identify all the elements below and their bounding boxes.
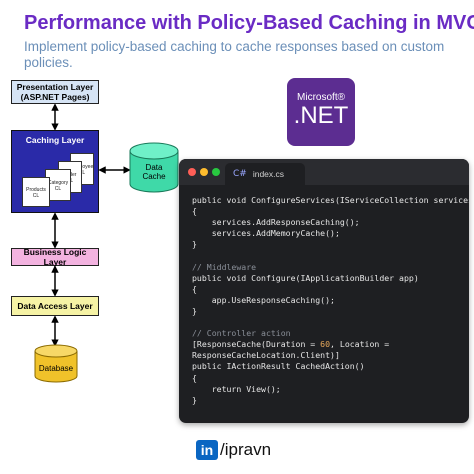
code-line: ResponseCacheLocation.Client)] <box>192 350 340 361</box>
data-cache-label: Data Cache <box>142 163 166 181</box>
code-line: public IActionResult CachedAction() <box>192 361 365 372</box>
duration-value: 60 <box>320 339 331 350</box>
presentation-layer-box: Presentation Layer (ASP.NET Pages) <box>11 80 99 104</box>
dotnet-logo-product: .NET <box>293 102 349 129</box>
database-cylinder <box>34 344 78 383</box>
editor-title-bar: C# index.cs <box>179 159 469 185</box>
caching-layer-box: Caching Layer Employee CL Order CL Categ… <box>11 130 99 213</box>
code-line: { <box>192 372 197 383</box>
linkedin-icon: in <box>196 440 218 460</box>
code-line: { <box>192 206 197 217</box>
dotnet-logo: Microsoft® .NET <box>287 78 355 146</box>
doc-category-label: Category <box>47 180 69 186</box>
code-line: [ResponseCache(Duration = 60, Location = <box>192 339 390 350</box>
code-line: services.AddResponseCaching(); <box>192 217 360 228</box>
csharp-file-icon: C# <box>233 169 247 179</box>
code-line: } <box>192 239 197 250</box>
tab-label: index.cs <box>252 169 285 179</box>
code-editor-window: C# index.cs public void ConfigureService… <box>179 159 469 423</box>
presentation-layer-title: Presentation Layer <box>16 82 94 92</box>
code-line: services.AddMemoryCache(); <box>192 228 340 239</box>
doc-products-label: Products <box>26 187 46 193</box>
code-line: { <box>192 283 197 294</box>
presentation-layer-subtitle: (ASP.NET Pages) <box>20 92 90 102</box>
business-logic-layer-box: Business Logic Layer <box>11 247 99 267</box>
doc-products: Products CL <box>22 177 50 207</box>
data-cache-cylinder <box>129 142 179 193</box>
dotnet-logo-brand: Microsoft® <box>297 92 345 103</box>
doc-employee: Employee CL <box>70 153 94 185</box>
code-line <box>192 317 467 328</box>
code-line: return View(); <box>192 383 281 394</box>
code-line: // Middleware <box>192 261 257 272</box>
maximize-window-icon[interactable] <box>212 168 220 176</box>
doc-employee-label: Employee <box>71 164 94 170</box>
database-label: Database <box>38 364 74 373</box>
code-line: } <box>192 394 197 405</box>
code-line: // Controller action <box>192 328 291 339</box>
code-line: } <box>192 305 197 316</box>
code-line <box>192 250 467 261</box>
page-subtitle: Implement policy-based caching to cache … <box>24 39 445 70</box>
tab-index-cs[interactable]: C# index.cs <box>225 163 305 185</box>
footer-credit: in /ipravn <box>196 440 271 460</box>
minimize-window-icon[interactable] <box>200 168 208 176</box>
code-line: public void Configure(IApplicationBuilde… <box>192 272 419 283</box>
code-area[interactable]: public void ConfigureServices(IServiceCo… <box>192 195 469 406</box>
page-title: Performance with Policy-Based Caching in… <box>24 12 474 34</box>
code-line: public void ConfigureServices(IServiceCo… <box>192 195 469 205</box>
caching-layer-title: Caching Layer <box>25 135 85 145</box>
code-line: app.UseResponseCaching(); <box>192 294 335 305</box>
data-access-layer-box: Data Access Layer <box>11 296 99 316</box>
close-window-icon[interactable] <box>188 168 196 176</box>
author-handle: /ipravn <box>220 440 272 459</box>
